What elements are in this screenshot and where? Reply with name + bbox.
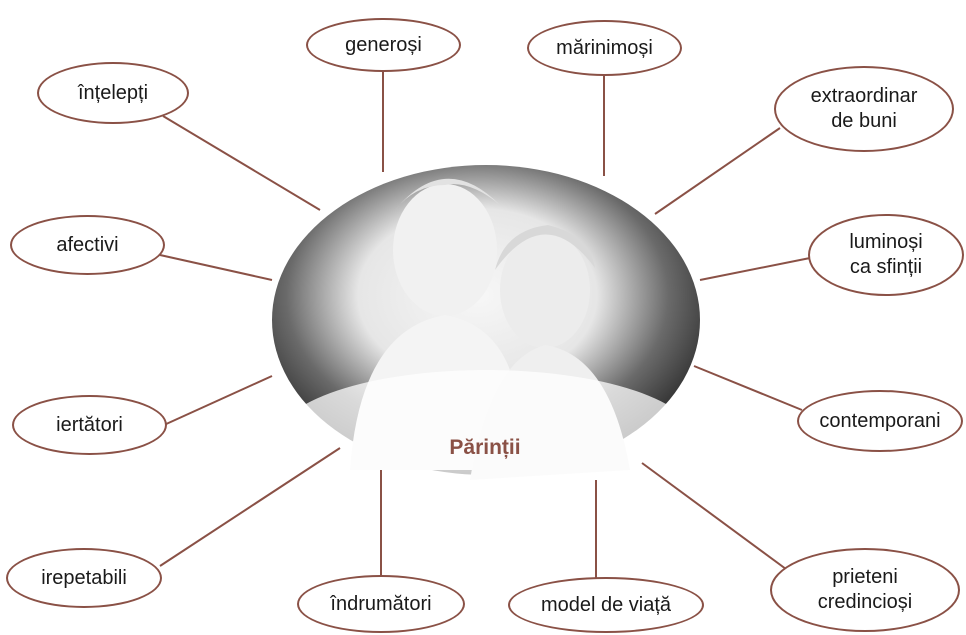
node-marinimosi: mărinimoși bbox=[527, 20, 682, 76]
node-indrumatori: îndrumători bbox=[297, 575, 465, 633]
center-photo bbox=[272, 165, 700, 510]
connector-extraordinar bbox=[654, 127, 781, 215]
node-intelepti: înțelepți bbox=[37, 62, 189, 124]
connector-luminosi bbox=[699, 257, 811, 281]
connector-lines bbox=[159, 70, 811, 582]
node-extraordinar: extraordinar de buni bbox=[774, 66, 954, 152]
man-face bbox=[393, 184, 497, 316]
node-luminosi: luminoși ca sfinții bbox=[808, 214, 964, 296]
center-label: Părinții bbox=[449, 436, 521, 459]
connector-afectivi bbox=[159, 254, 273, 281]
connector-contemporani bbox=[693, 365, 803, 411]
node-afectivi: afectivi bbox=[10, 215, 165, 275]
node-iertatori: iertători bbox=[12, 395, 167, 455]
connector-intelepti bbox=[162, 115, 321, 211]
connector-prieteni bbox=[641, 462, 791, 573]
node-generosi: generoși bbox=[306, 18, 461, 72]
node-contemporani: contemporani bbox=[797, 390, 963, 452]
connector-iertatori bbox=[163, 375, 273, 426]
man-hair bbox=[395, 178, 500, 210]
node-model: model de viață bbox=[508, 577, 704, 633]
woman-face bbox=[500, 232, 590, 348]
node-prieteni: prieteni credincioși bbox=[770, 548, 960, 632]
connector-irepetabili bbox=[159, 447, 341, 567]
woman-hair bbox=[495, 225, 595, 270]
node-irepetabili: irepetabili bbox=[6, 548, 162, 608]
